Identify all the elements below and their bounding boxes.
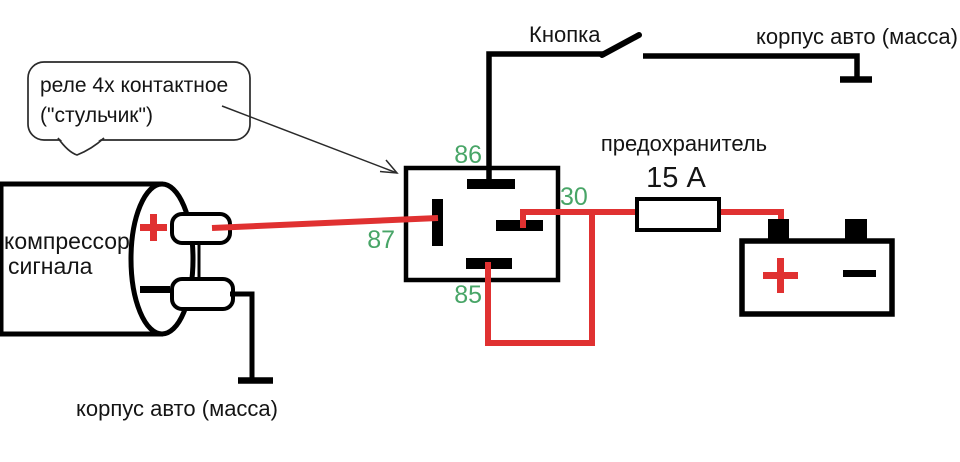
button-label: Кнопка (529, 22, 601, 47)
compressor-label-line2: сигнала (8, 253, 93, 279)
ground-label-top: корпус авто (масса) (756, 24, 958, 49)
fuse-label: предохранитель (601, 131, 767, 156)
relay-note-bubble: реле 4х контактное ("стульчик") (27, 61, 399, 174)
wire-button-to-ground (643, 53, 860, 78)
relay-contact-30 (496, 220, 543, 231)
pin-label-85: 85 (454, 281, 482, 309)
note-arrowhead-icon (379, 159, 399, 174)
compressor-label-line1: компрессор (4, 228, 130, 254)
ground-label-bottom: корпус авто (масса) (76, 396, 278, 421)
relay-contact-87 (432, 199, 443, 246)
black-wiring (230, 32, 872, 384)
pin-label-86: 86 (454, 141, 482, 169)
wire-compressor-to-ground (230, 291, 255, 379)
note-bubble-outline (27, 61, 251, 141)
compressor-body: компрессор сигнала (0, 181, 235, 337)
relay (403, 165, 561, 283)
note-bubble-tail-fill (58, 137, 104, 155)
wire-85-branch (485, 209, 595, 346)
compressor-plus-icon (140, 214, 167, 241)
note-bubble-tail (57, 137, 105, 156)
button-switch-blade (599, 32, 642, 58)
compressor-terminal-negative (170, 277, 235, 311)
pin-label-87: 87 (367, 226, 395, 254)
battery-plus-icon (763, 258, 798, 293)
fuse-rating: 15 А (646, 162, 706, 194)
battery-terminal-negative (845, 219, 867, 243)
battery-terminal-positive (768, 219, 789, 243)
relay-pin-labels: 86 87 30 85 (367, 141, 588, 309)
relay-note-line1: реле 4х контактное (40, 74, 228, 97)
fuse-outline (635, 197, 721, 232)
pin-label-30: 30 (560, 183, 588, 211)
fuse: предохранитель 15 А (601, 131, 767, 232)
battery (739, 219, 895, 317)
wire-87-to-compressor (211, 215, 439, 231)
note-arrow-line (221, 105, 398, 174)
relay-note-line2: ("стульчик") (40, 104, 153, 127)
wire-86-to-button (486, 51, 605, 186)
compressor-end-cap (128, 181, 196, 337)
battery-outline (739, 238, 895, 317)
